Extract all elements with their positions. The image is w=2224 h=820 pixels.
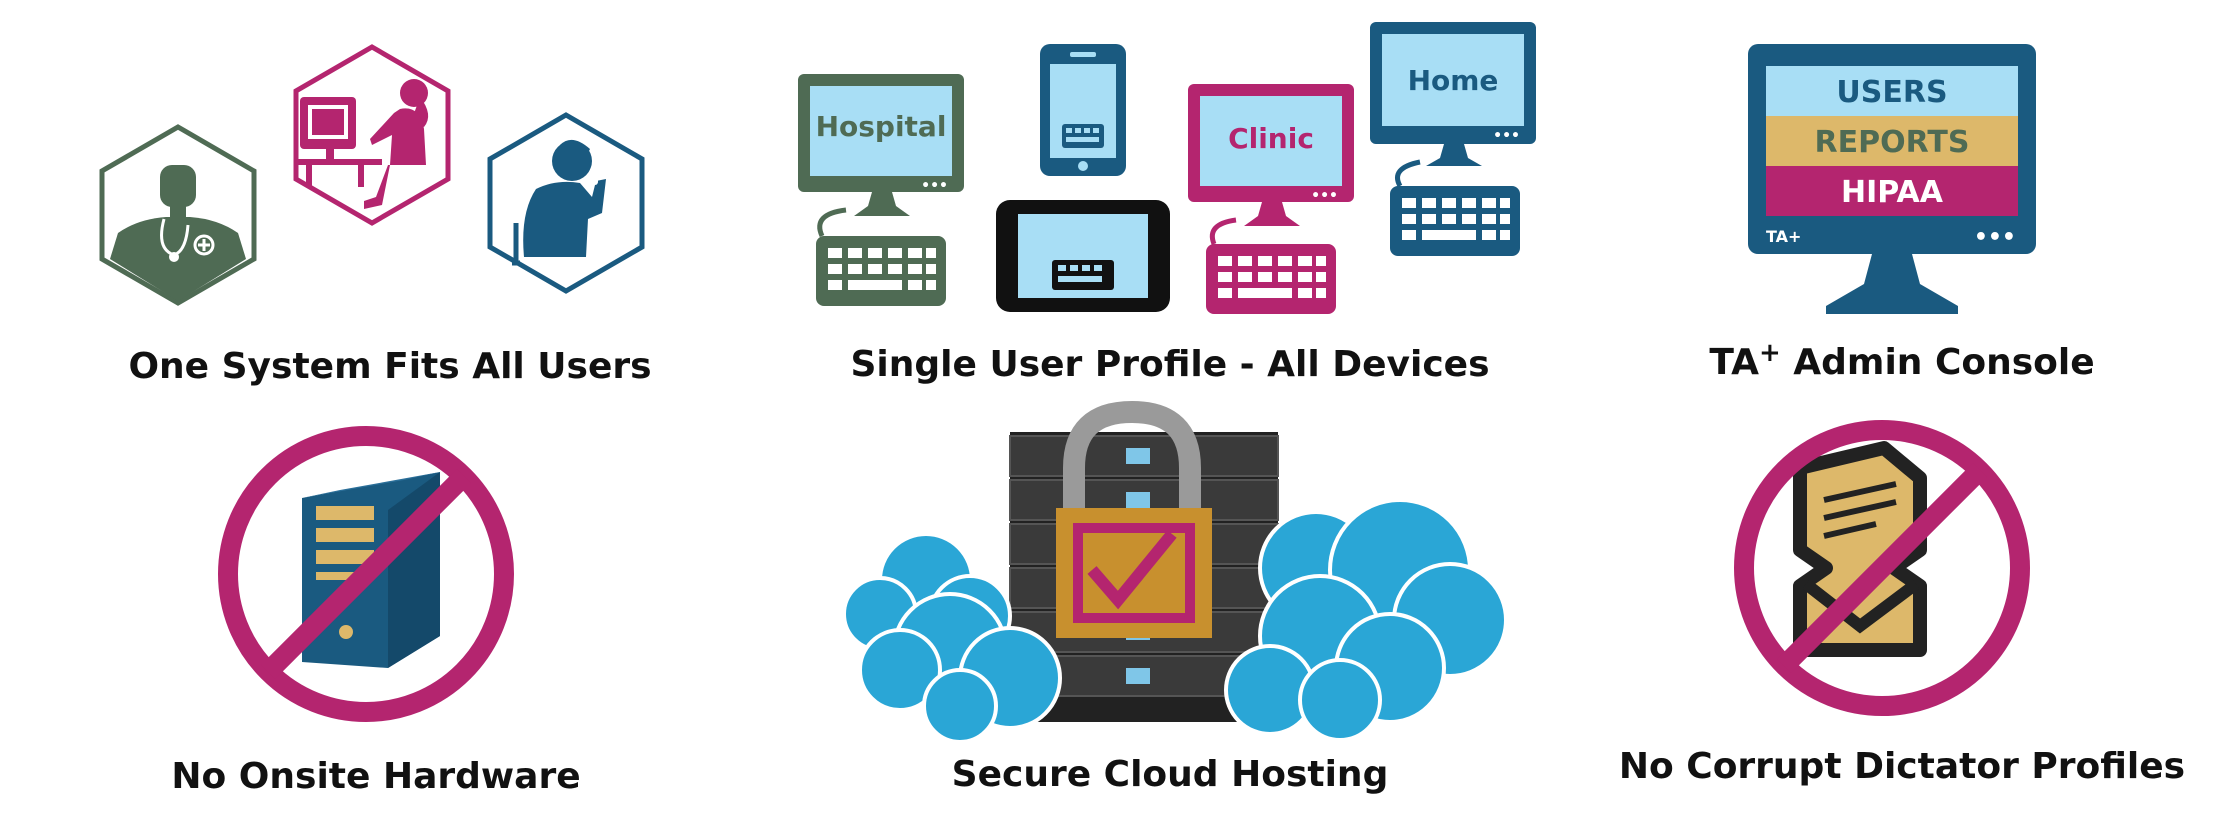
devices-caption: Single User Profile - All Devices <box>850 344 1490 385</box>
prohibition-sign <box>1734 420 2030 716</box>
console-reports-label: REPORTS <box>1815 125 1970 160</box>
console-row-hipaa[interactable] <box>1766 166 2018 216</box>
smartphone <box>1040 44 1126 176</box>
typist-icon <box>293 44 451 226</box>
no-corrupt-profiles-illustration <box>1734 420 2030 716</box>
cloud-caption: Secure Cloud Hosting <box>951 754 1389 795</box>
users-section: One System Fits All Users <box>0 0 760 400</box>
home-dots: ••• <box>1493 128 1520 144</box>
admin-console-monitor: USERS REPORTS HIPAA TA+ ••• <box>1748 44 2036 314</box>
cloud-cluster <box>842 498 1508 744</box>
document-icon <box>1793 441 1927 657</box>
hospital-label: Hospital <box>816 110 947 143</box>
no-hardware-illustration <box>218 426 514 722</box>
hardware-caption: No Onsite Hardware <box>171 756 581 797</box>
doctor-icon <box>99 124 257 306</box>
padlock-icon <box>1056 400 1212 638</box>
clinic-computer: Clinic ••• <box>1188 84 1354 314</box>
hardware-section: No Onsite Hardware <box>0 400 760 820</box>
home-label: Home <box>1408 64 1499 97</box>
cloud-section: Secure Cloud Hosting <box>760 400 1580 820</box>
dictator-icon <box>487 112 645 294</box>
tablet <box>996 200 1170 312</box>
console-caption-ta: TA <box>1709 342 1759 383</box>
secure-cloud-illustration <box>842 400 1508 744</box>
console-dots: ••• <box>1974 225 2016 250</box>
console-caption: TA+ Admin Console <box>1652 338 2152 383</box>
console-logo: TA+ <box>1766 227 1801 246</box>
devices-illustration: Hospital ••• <box>798 22 1536 314</box>
prohibition-sign <box>218 426 514 722</box>
clinic-label: Clinic <box>1228 122 1314 155</box>
console-row-reports[interactable] <box>1766 116 2018 166</box>
console-section: USERS REPORTS HIPAA TA+ ••• TA+ Admin Co… <box>1580 0 2224 400</box>
clinic-dots: ••• <box>1311 188 1338 204</box>
users-illustration <box>99 44 645 306</box>
console-users-label: USERS <box>1836 75 1947 110</box>
console-caption-rest: Admin Console <box>1780 342 2095 383</box>
profiles-caption: No Corrupt Dictator Profiles <box>1618 746 2186 787</box>
users-caption: One System Fits All Users <box>128 346 652 387</box>
console-row-users[interactable] <box>1766 66 2018 116</box>
console-caption-plus: + <box>1758 338 1781 368</box>
console-hipaa-label: HIPAA <box>1841 175 1944 210</box>
hospital-computer: Hospital ••• <box>798 74 964 306</box>
profiles-section: No Corrupt Dictator Profiles <box>1580 400 2224 820</box>
hospital-dots: ••• <box>921 178 948 194</box>
devices-section: Hospital ••• <box>760 0 1580 400</box>
home-computer: Home ••• <box>1370 22 1536 256</box>
